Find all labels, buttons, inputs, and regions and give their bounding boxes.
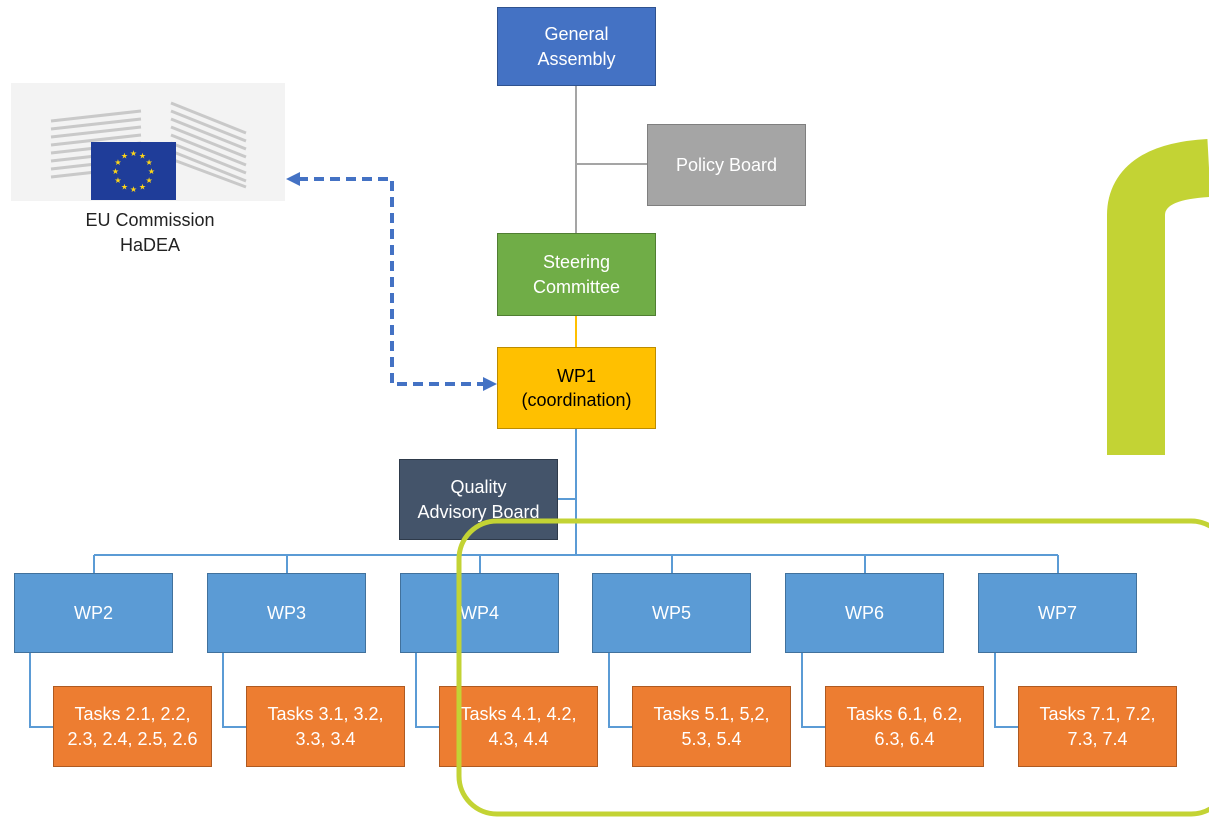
arrowhead-right-icon [483,377,497,391]
tasks-box-wp2: Tasks 2.1, 2.2, 2.3, 2.4, 2.5, 2.6 [53,686,212,767]
eu-star-icon: ★ [146,158,153,167]
eu-star-icon: ★ [114,176,121,185]
eu-caption-line2: HaDEA [119,235,181,256]
wp-box-wp7: WP7 [978,573,1137,653]
policy-board-box: Policy Board [647,124,806,206]
eu-star-icon: ★ [114,158,121,167]
connector-wp-drops [93,555,1059,573]
wp-box-wp3: WP3 [207,573,366,653]
steering-committee-box: Steering Committee [497,233,656,316]
wp-box-wp4: WP4 [400,573,559,653]
general-assembly-box: General Assembly [497,7,656,86]
dashed-arrow [298,177,486,386]
eu-star-icon: ★ [139,151,146,160]
eu-star-icon: ★ [148,167,155,176]
tasks-box-wp5: Tasks 5.1, 5,2, 5.3, 5.4 [632,686,791,767]
wp1-coordination-box: WP1 (coordination) [497,347,656,429]
wp-box-wp2: WP2 [14,573,173,653]
eu-caption-line1: EU Commission [85,210,215,230]
wp-box-wp6: WP6 [785,573,944,653]
eu-star-icon: ★ [139,183,146,192]
eu-star-icon: ★ [121,151,128,160]
arrowhead-left-icon [286,172,300,186]
eu-flag-building-logo-icon: ★★★★★★★★★★★★ [50,101,247,200]
eu-star-icon: ★ [130,185,137,194]
tasks-box-wp4: Tasks 4.1, 4.2, 4.3, 4.4 [439,686,598,767]
quality-advisory-board-box: Quality Advisory Board [399,459,558,540]
eu-star-icon: ★ [130,149,137,158]
tasks-box-wp3: Tasks 3.1, 3.2, 3.3, 3.4 [246,686,405,767]
eu-caption: EU Commission HaDEA [40,208,260,258]
tasks-box-wp7: Tasks 7.1, 7.2, 7.3, 7.4 [1018,686,1177,767]
eu-star-icon: ★ [112,167,119,176]
eu-star-icon: ★ [121,183,128,192]
wp-box-wp5: WP5 [592,573,751,653]
eu-commission-logo: ★★★★★★★★★★★★ [11,83,285,201]
decorative-arch [1107,139,1209,455]
eu-star-icon: ★ [146,176,153,185]
tasks-box-wp6: Tasks 6.1, 6.2, 6.3, 6.4 [825,686,984,767]
